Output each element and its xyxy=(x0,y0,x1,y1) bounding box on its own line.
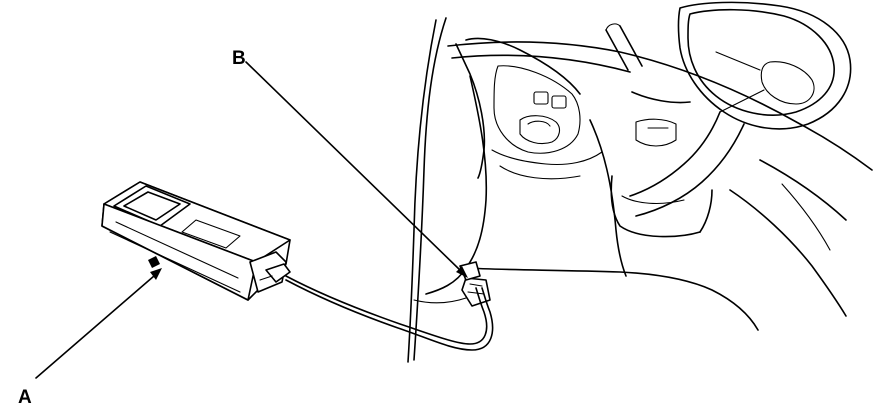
leader-line-a xyxy=(35,268,162,379)
dashboard-interior xyxy=(407,1,873,363)
scan-tool-cable xyxy=(285,275,494,351)
callout-label-a: A xyxy=(18,387,32,408)
scan-tool xyxy=(101,181,291,301)
callout-label-b: B xyxy=(232,48,246,69)
leader-line-b xyxy=(245,61,468,278)
